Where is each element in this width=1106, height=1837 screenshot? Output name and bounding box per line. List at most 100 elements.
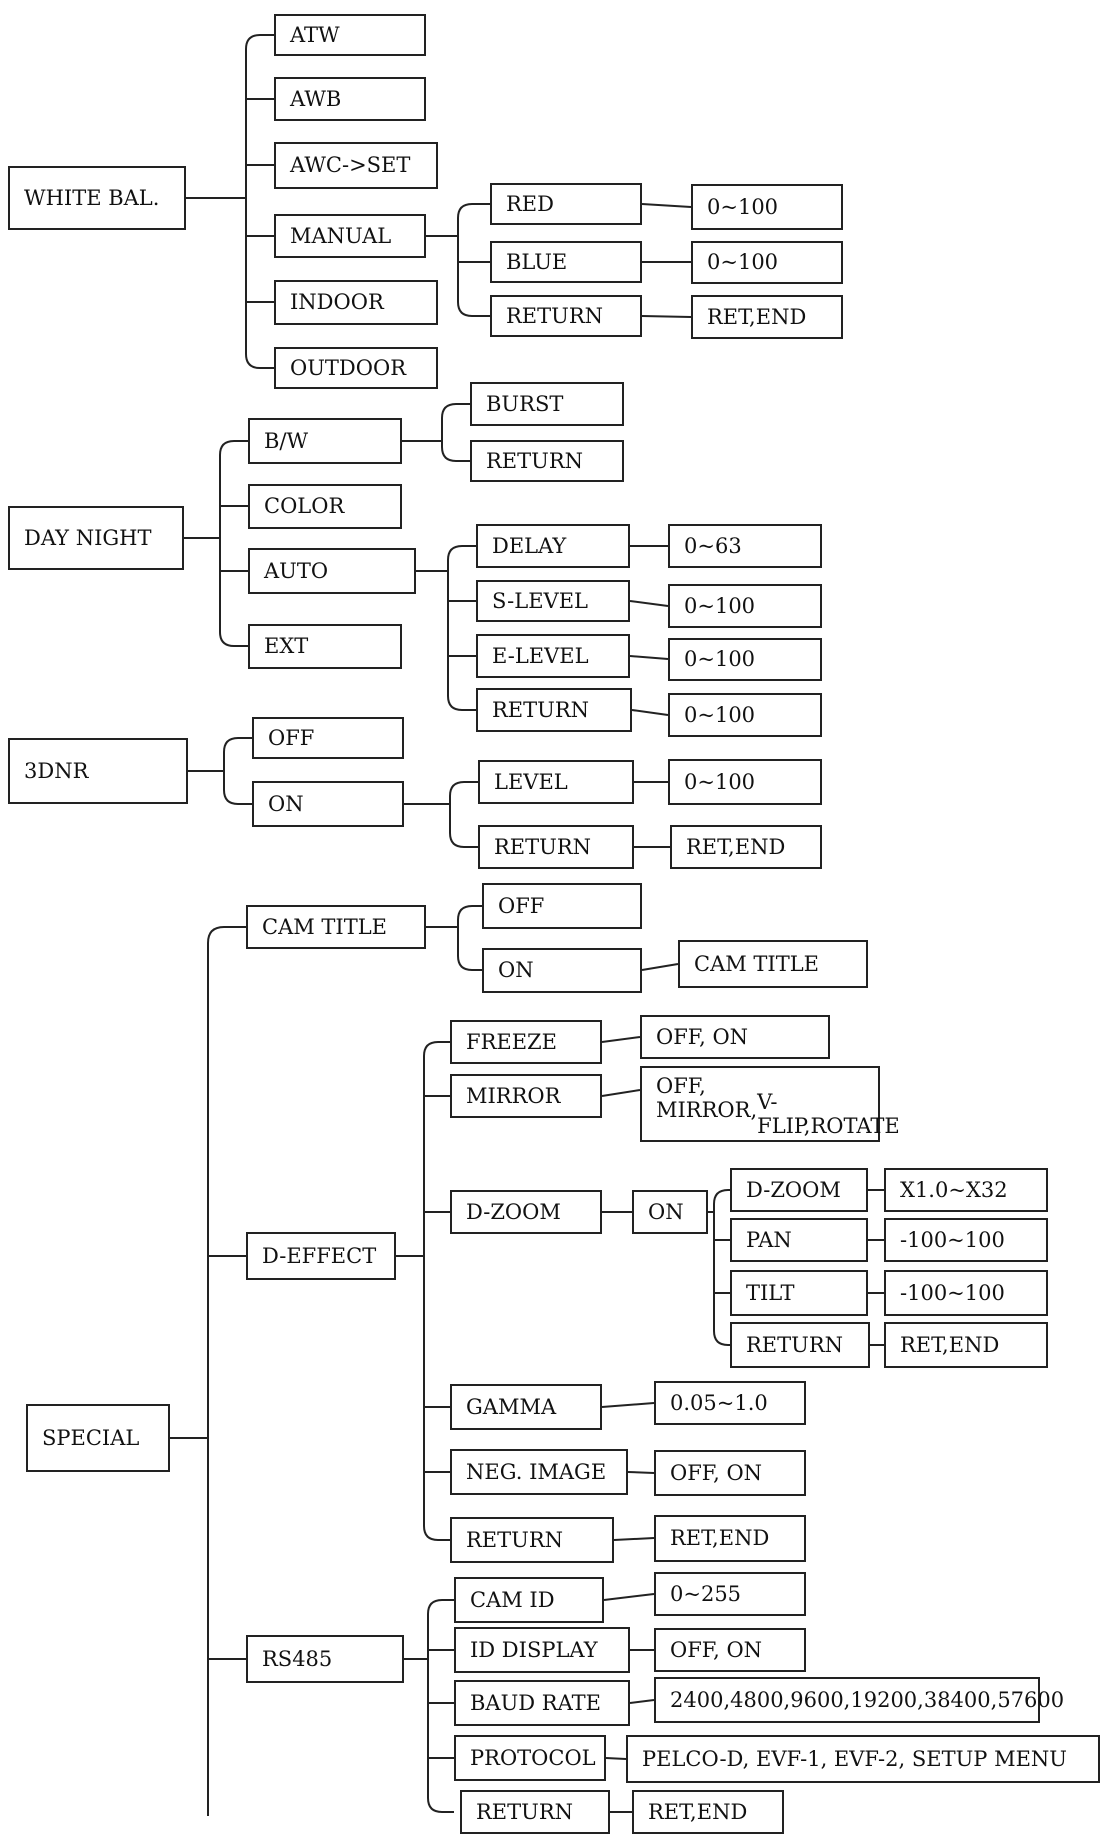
connector-line-7 — [457, 203, 490, 317]
connector-line-13 — [219, 440, 248, 647]
connector-line-1 — [245, 34, 274, 369]
auto-e-level-node: E-LEVEL — [476, 634, 630, 678]
dzoom-tilt-range: -100~100 — [884, 1270, 1048, 1316]
dnr-return-node: RETURN — [478, 825, 634, 869]
auto-return-value: 0~100 — [668, 693, 822, 737]
dzoom-pan-range: -100~100 — [884, 1218, 1048, 1262]
auto-s-level-node: S-LEVEL — [476, 580, 630, 622]
auto-node: AUTO — [248, 548, 416, 594]
connector-line-46 — [601, 1089, 641, 1097]
cam-title-node: CAM TITLE — [246, 905, 426, 949]
mirror-value-line1: OFF, MIRROR, — [656, 1074, 758, 1123]
mirror-value: OFF, MIRROR, V-FLIP,ROTATE — [640, 1066, 900, 1142]
dnr-node: 3DNR — [8, 738, 188, 804]
gamma-node: GAMMA — [450, 1384, 602, 1430]
rs485-node: RS485 — [246, 1635, 404, 1683]
special-node: SPECIAL — [26, 1404, 170, 1472]
connector-line-23 — [629, 600, 669, 607]
connector-line-64 — [603, 1593, 655, 1601]
dzoom-tilt-node: TILT — [730, 1270, 868, 1316]
protocol-value: PELCO-D, EVF-1, EVF-2, SETUP MENU — [626, 1735, 1100, 1783]
mirror-node: MIRROR — [450, 1074, 602, 1118]
connector-line-57 — [627, 1471, 655, 1474]
awb-node: AWB — [274, 77, 426, 121]
cam-title-on-value: CAM TITLE — [678, 940, 868, 988]
connector-line-17 — [441, 403, 470, 462]
manual-red-node: RED — [490, 183, 642, 225]
neg-image-node: NEG. IMAGE — [450, 1449, 628, 1495]
connector-line-27 — [223, 737, 252, 805]
baud-rate-node: BAUD RATE — [454, 1680, 630, 1726]
ext-node: EXT — [248, 624, 402, 669]
freeze-node: FREEZE — [450, 1020, 602, 1064]
cam-title-on-node: ON — [482, 948, 642, 993]
auto-delay-range: 0~63 — [668, 524, 822, 568]
cam-id-range: 0~255 — [654, 1572, 806, 1616]
connector-line-45 — [601, 1036, 641, 1043]
dzoom-dzoom-range: X1.0~X32 — [884, 1168, 1048, 1212]
connector-line-24 — [629, 655, 669, 660]
d-effect-return-value: RET,END — [654, 1515, 806, 1562]
dzoom-dzoom-node: D-ZOOM — [730, 1168, 868, 1212]
cam-id-node: CAM ID — [454, 1577, 604, 1623]
manual-red-range: 0~100 — [691, 184, 843, 230]
d-effect-return-node: RETURN — [450, 1517, 614, 1563]
protocol-node: PROTOCOL — [454, 1735, 606, 1781]
id-display-node: ID DISPLAY — [454, 1627, 630, 1673]
connector-line-49 — [713, 1189, 730, 1346]
auto-return-node: RETURN — [476, 688, 632, 732]
dnr-return-value: RET,END — [670, 825, 822, 869]
dzoom-on-node: ON — [632, 1190, 708, 1234]
manual-blue-node: BLUE — [490, 241, 642, 283]
dzoom-pan-node: PAN — [730, 1218, 868, 1262]
dnr-level-node: LEVEL — [478, 760, 634, 804]
connector-line-40 — [423, 1041, 450, 1541]
rs485-return-node: RETURN — [460, 1790, 610, 1834]
dnr-on-node: ON — [252, 781, 404, 827]
mirror-value-line2: V-FLIP,ROTATE — [757, 1090, 900, 1139]
connector-line-56 — [601, 1402, 655, 1408]
manual-return-value: RET,END — [691, 295, 843, 339]
gamma-range: 0.05~1.0 — [654, 1381, 806, 1425]
connector-line-19 — [447, 545, 476, 711]
d-effect-node: D-EFFECT — [246, 1232, 396, 1280]
neg-image-value: OFF, ON — [654, 1450, 806, 1496]
auto-delay-node: DELAY — [476, 524, 630, 568]
day-night-node: DAY NIGHT — [8, 506, 184, 570]
freeze-value: OFF, ON — [640, 1015, 830, 1059]
connector-line-29 — [449, 781, 478, 848]
baud-rate-value: 2400,4800,9600,19200,38400,57600 — [654, 1677, 1064, 1723]
outdoor-node: OUTDOOR — [274, 347, 438, 389]
color-node: COLOR — [248, 484, 402, 529]
dnr-off-node: OFF — [252, 717, 404, 759]
dnr-level-range: 0~100 — [668, 759, 822, 805]
atw-node: ATW — [274, 14, 426, 56]
connector-line-25 — [631, 709, 669, 716]
dzoom-node: D-ZOOM — [450, 1190, 602, 1234]
connector-line-32 — [207, 926, 246, 1816]
manual-node: MANUAL — [274, 214, 426, 258]
dzoom-return-value: RET,END — [884, 1322, 1048, 1368]
connector-line-58 — [613, 1537, 655, 1541]
bw-node: B/W — [248, 418, 402, 464]
connector-line-9 — [641, 203, 692, 208]
rs485-return-value: RET,END — [632, 1790, 784, 1834]
auto-s-level-range: 0~100 — [668, 584, 822, 628]
connector-line-66 — [629, 1699, 655, 1704]
connector-line-11 — [641, 315, 692, 318]
manual-return-node: RETURN — [490, 295, 642, 337]
bw-burst-node: BURST — [470, 382, 624, 426]
connector-line-37 — [457, 905, 482, 971]
awc-set-node: AWC->SET — [274, 142, 438, 189]
dzoom-return-node: RETURN — [730, 1322, 870, 1368]
connector-line-60 — [427, 1599, 454, 1813]
white-bal-node: WHITE BAL. — [8, 166, 186, 230]
cam-title-off-node: OFF — [482, 883, 642, 929]
connector-line-38 — [641, 963, 679, 971]
auto-e-level-range: 0~100 — [668, 638, 822, 681]
id-display-value: OFF, ON — [654, 1628, 806, 1672]
connector-line-67 — [605, 1757, 627, 1760]
indoor-node: INDOOR — [274, 280, 438, 325]
